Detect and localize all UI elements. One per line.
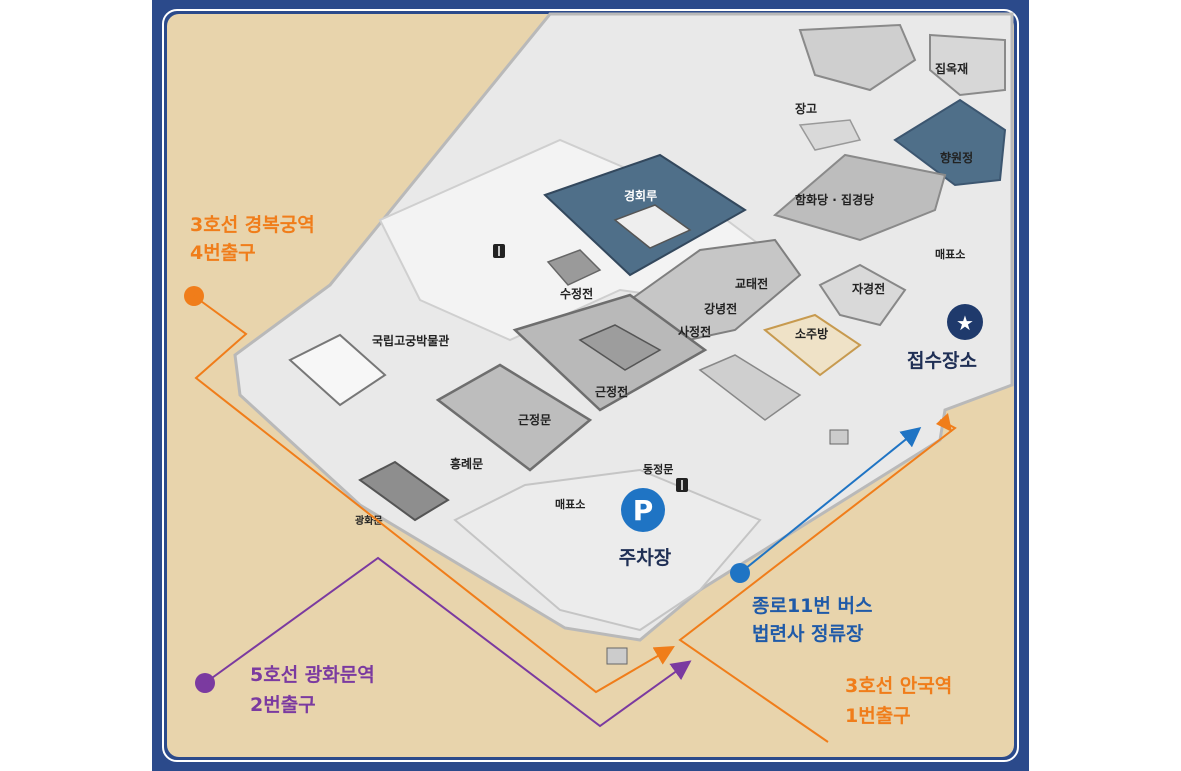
bus-label-line2: 법련사 정류장 <box>752 623 864 645</box>
label-gyeonghoeru: 경회루 <box>624 188 657 203</box>
gwanghwamun-gate <box>358 460 450 522</box>
gwanghwamun-route <box>204 556 692 728</box>
gwanghwamun-label-line2: 2번출구 <box>250 694 316 716</box>
label-hamhwadang: 함화당 · 집경당 <box>795 192 874 207</box>
label-hyangwonjeong: 향원정 <box>940 150 973 165</box>
label-sajeongjeon: 사정전 <box>678 324 711 339</box>
label-gyotaejeon: 교태전 <box>735 276 768 291</box>
label-museum: 국립고궁박물관 <box>372 333 449 348</box>
bus-label-line1: 종로11번 버스 <box>752 595 872 617</box>
gyeongbokgung-route <box>193 295 675 694</box>
parking-label: 주차장 <box>619 547 672 569</box>
gyeongbokgung-label-line1: 3호선 경복궁역 <box>190 214 315 236</box>
map-frame-inner-line <box>162 9 1019 762</box>
reception-star-icon: ★ <box>956 311 974 335</box>
label-dongsipjagak: 동정문 <box>643 462 673 476</box>
jagyeongjeon-building <box>818 263 907 327</box>
gyeonghoeru-pavilion <box>613 204 692 249</box>
parking-symbol: P <box>633 494 654 527</box>
gwanghwamun-label-line1: 5호선 광화문역 <box>250 664 375 686</box>
label-geunjeongjeon: 근정전 <box>595 384 628 399</box>
south-pavilion <box>606 647 628 665</box>
label-janggo: 장고 <box>795 102 817 116</box>
label-ticket-left: 매표소 <box>555 497 585 511</box>
restroom-icon <box>676 478 688 492</box>
parking-area <box>453 468 762 632</box>
label-sujeongjeon: 수정전 <box>560 286 593 301</box>
janggo-building <box>798 119 862 151</box>
east-pavilion <box>829 429 849 445</box>
restroom-icon <box>493 244 505 258</box>
building-labels: 집옥재 장고 향원정 함화당 · 집경당 경회루 수정전 교태전 강녕전 사정전… <box>355 61 973 527</box>
label-gangnyeongjeon: 강녕전 <box>704 301 737 316</box>
gyeongbokgung-label-line2: 4번출구 <box>190 242 256 264</box>
heungnyemun-courtyard <box>435 363 593 472</box>
label-sojubang: 소주방 <box>795 326 828 341</box>
jipokjae-annex <box>929 33 1006 97</box>
sujeongjeon-building <box>546 249 602 286</box>
label-geunjeongmun: 근정문 <box>518 412 551 427</box>
hamhwadang-building <box>772 153 947 242</box>
label-ticket-right: 매표소 <box>935 247 965 261</box>
label-jagyeongjeon: 자경전 <box>852 281 885 296</box>
label-jipokjae: 집옥재 <box>935 61 968 76</box>
parking-marker <box>621 488 665 532</box>
jipokjae-building <box>798 23 917 92</box>
reception-label: 접수장소 <box>907 350 977 372</box>
anguk-route-arrowhead <box>936 413 952 432</box>
label-heungnyemun: 흥례문 <box>450 456 483 471</box>
sojubang-building <box>762 313 862 377</box>
anguk-label-line2: 1번출구 <box>845 705 911 727</box>
museum-building <box>288 333 387 407</box>
bus-route <box>739 426 922 574</box>
anguk-label-line1: 3호선 안국역 <box>845 675 952 697</box>
east-block <box>698 354 802 421</box>
reception-marker <box>947 304 983 340</box>
geunjeongjeon-hall <box>578 324 662 371</box>
